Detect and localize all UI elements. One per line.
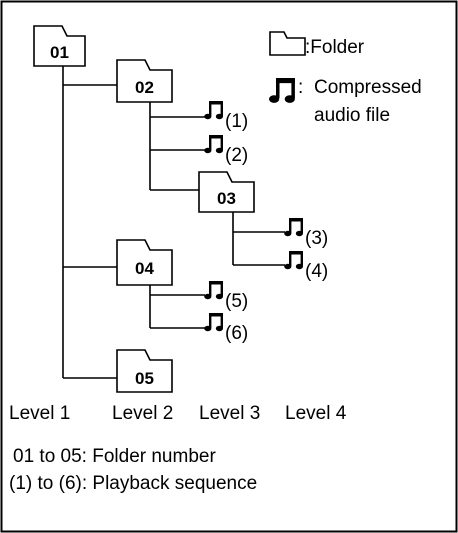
level-labels: Level 1 Level 2 Level 3 Level 4 [9,403,347,424]
file-label: (4) [305,261,328,282]
audio-file-2: (2) [204,135,248,166]
file-label: (6) [225,323,248,344]
folder-icon [116,239,173,286]
music-note-icon [204,281,223,300]
legend-folder-label: :Folder [305,37,365,58]
folder-icon [116,349,173,393]
folder-number: 05 [135,369,154,388]
file-label: (5) [225,291,248,312]
folder-03: 03 [198,171,255,213]
music-note-icon [204,135,223,154]
folder-04: 04 [116,239,173,286]
legend: :Folder : Compressed audio file [268,31,422,126]
music-note-icon [204,101,223,120]
legend-audio-colon: : [298,77,303,98]
audio-file-6: (6) [204,313,248,344]
folder-icon [198,171,255,213]
file-label: (2) [225,145,248,166]
music-note-icon [284,218,303,237]
level-label: Level 2 [112,403,173,424]
folder-number: 01 [50,43,69,62]
music-note-icon [268,78,295,103]
file-label: (3) [305,228,328,249]
tree-connectors [62,65,285,379]
folder-icon [33,25,86,67]
file-label: (1) [225,111,248,132]
legend-audio-label-line1: Compressed [314,77,422,98]
legend-folder: :Folder [269,31,365,58]
audio-file-1: (1) [204,101,248,132]
notes: 01 to 05: Folder number (1) to (6): Play… [9,446,257,494]
folder-02: 02 [116,59,173,103]
folder-icon [116,59,173,103]
folder-05: 05 [116,349,173,393]
note-playback-sequence: (1) to (6): Playback sequence [9,473,257,494]
level-label: Level 4 [285,403,347,424]
audio-file-5: (5) [204,281,248,312]
folder-number: 03 [217,189,236,208]
folder-number: 02 [135,78,154,97]
note-folder-number: 01 to 05: Folder number [13,446,216,467]
music-note-icon [284,251,303,270]
legend-audio-label-line2: audio file [314,105,390,126]
folder-icon [269,31,306,56]
legend-audio: : Compressed audio file [268,77,422,126]
music-note-icon [204,313,223,332]
level-label: Level 3 [199,403,260,424]
folder-01: 01 [33,25,86,67]
folder-number: 04 [135,259,154,278]
audio-file-4: (4) [284,251,328,282]
audio-file-3: (3) [284,218,328,249]
level-label: Level 1 [9,403,70,424]
